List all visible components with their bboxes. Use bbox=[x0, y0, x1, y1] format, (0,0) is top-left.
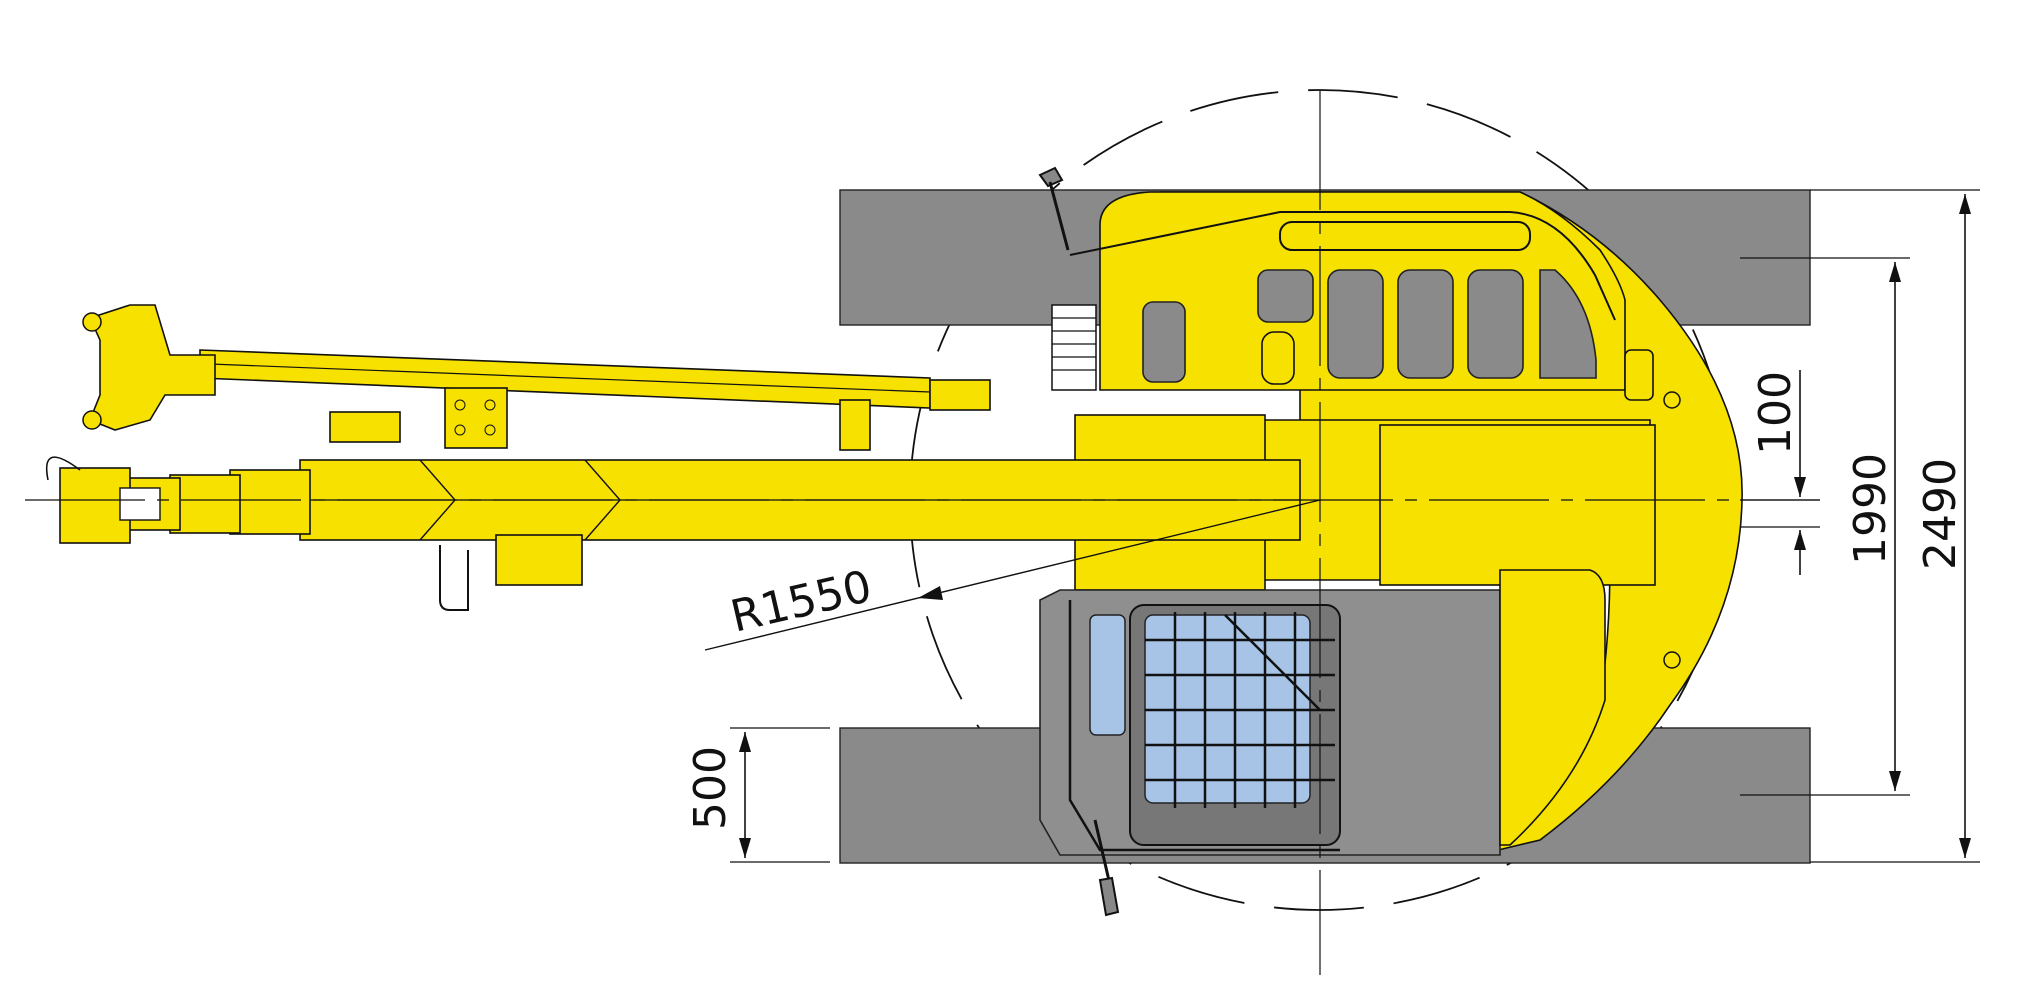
radius-arrowhead bbox=[918, 586, 943, 600]
roof-handle bbox=[1279, 221, 1531, 251]
bolt-1 bbox=[1663, 391, 1681, 409]
bolt-2 bbox=[1663, 651, 1681, 669]
jib-support-bracket bbox=[444, 387, 508, 449]
hood-vent-2 bbox=[1327, 269, 1384, 379]
hood-vent-5 bbox=[1539, 269, 1597, 379]
track-width-dimension: 500 bbox=[685, 727, 830, 863]
jib-main-beam bbox=[199, 349, 931, 409]
jib-pin-top bbox=[82, 312, 102, 332]
cab-protection-grid bbox=[1145, 612, 1335, 808]
offset-dimension: 100 bbox=[1740, 370, 1820, 575]
jib-end-block bbox=[929, 379, 991, 411]
hood-vent-3 bbox=[1397, 269, 1454, 379]
hook-cable bbox=[46, 456, 81, 481]
operator-cab bbox=[1039, 569, 1606, 917]
hood-vent-4 bbox=[1467, 269, 1524, 379]
jib-pin-bottom bbox=[82, 410, 102, 430]
overall-width-label: 2490 bbox=[1915, 458, 1966, 570]
side-vent bbox=[1142, 301, 1186, 383]
overall-width-dimension: 2490 bbox=[1810, 189, 1980, 863]
jib-winch bbox=[329, 411, 401, 443]
hook bbox=[439, 545, 469, 611]
track-gauge-dimension: 1990 bbox=[1740, 257, 1910, 796]
cab-side-window bbox=[1089, 614, 1126, 736]
track-width-label: 500 bbox=[685, 746, 736, 830]
track-gauge-label: 1990 bbox=[1845, 453, 1896, 565]
center-lines bbox=[25, 90, 1820, 975]
offset-label: 100 bbox=[1750, 371, 1801, 455]
handrail bbox=[1069, 211, 1616, 321]
boom-tele-section-3 bbox=[169, 474, 241, 534]
hood-vent-1 bbox=[1257, 269, 1314, 323]
jib-arm bbox=[82, 304, 991, 451]
fuel-cap bbox=[1261, 331, 1295, 385]
side-light bbox=[1624, 349, 1654, 401]
rear-mirror-bottom-arm bbox=[1093, 819, 1112, 886]
jib-head bbox=[88, 304, 216, 431]
cab-door bbox=[1068, 600, 1340, 852]
hook-block bbox=[495, 534, 583, 586]
boom-tip-plate bbox=[119, 487, 161, 521]
superstructure bbox=[1038, 166, 1743, 854]
jib-connector bbox=[839, 399, 871, 451]
boom-tele-section-2 bbox=[229, 469, 311, 535]
rear-mirror-bottom bbox=[1098, 876, 1120, 917]
slew-ring-plate bbox=[1379, 424, 1656, 586]
cab-right-panel bbox=[1499, 569, 1606, 846]
radius-label: R1550 bbox=[726, 561, 876, 643]
step-ladder bbox=[1051, 304, 1097, 391]
